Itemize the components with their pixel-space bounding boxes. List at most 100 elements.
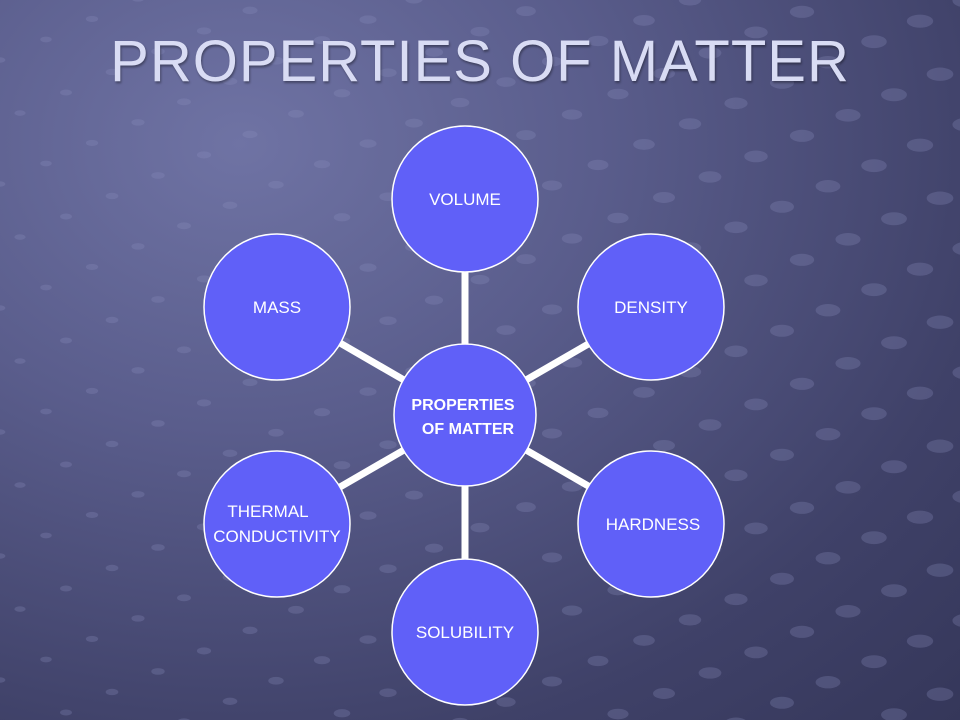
bg-dot [678, 118, 702, 130]
bg-dot [541, 428, 563, 439]
bg-dot [40, 656, 52, 663]
bg-dot [698, 419, 722, 431]
bg-dot [906, 138, 934, 152]
bg-dot [952, 614, 960, 627]
bg-dot [14, 358, 26, 364]
bg-dot [881, 212, 907, 226]
bg-dot [744, 150, 768, 163]
bg-dot [196, 275, 212, 283]
bg-dot [835, 233, 861, 246]
bg-dot [724, 97, 748, 110]
bg-dot [405, 490, 423, 500]
bg-dot [222, 77, 238, 85]
slide-title: PROPERTIES OF MATTER [110, 29, 850, 94]
bg-dot-row [0, 0, 702, 311]
bg-dot [14, 234, 26, 240]
bg-dot [14, 606, 26, 612]
bg-dot [815, 552, 841, 565]
bg-dot [379, 440, 397, 450]
bg-dot [926, 67, 954, 81]
node-circle [391, 558, 539, 706]
bg-dot [561, 481, 583, 492]
bg-dot [906, 14, 934, 28]
center-label-line1: PROPERTIES [411, 397, 514, 414]
bg-dot [770, 696, 794, 709]
bg-dot [105, 688, 119, 696]
node-label-volume: VOLUME [429, 190, 501, 209]
bg-dot [177, 98, 191, 106]
bg-dot [0, 429, 6, 435]
bg-dot [131, 491, 145, 498]
bg-dot [268, 180, 284, 189]
bg-dot [496, 697, 516, 707]
bg-dot [652, 191, 676, 203]
bg-dot-row [0, 0, 423, 187]
node-volume: VOLUME [391, 125, 539, 273]
bg-dot [268, 428, 284, 437]
bg-dot [424, 543, 444, 553]
bg-dot [633, 634, 655, 646]
bg-dot [132, 0, 144, 2]
bg-dot [359, 387, 377, 396]
bg-dot-row [0, 0, 144, 63]
node-label-density: DENSITY [614, 298, 688, 317]
bg-dot [379, 564, 397, 574]
bg-dot [359, 511, 377, 520]
bg-dot [40, 160, 52, 167]
bg-dot [516, 254, 536, 265]
bg-dot [470, 274, 490, 285]
node-density: DENSITY [577, 233, 725, 381]
connector-hardness [524, 446, 592, 491]
bg-dot [40, 284, 52, 291]
node-circle [203, 450, 351, 598]
bg-dot [770, 572, 794, 585]
bg-dot [0, 181, 6, 187]
bg-dot [952, 490, 960, 503]
bg-dot [242, 130, 258, 139]
bg-dot [470, 522, 490, 533]
bg-dot [652, 687, 676, 699]
center-node: PROPERTIES OF MATTER [393, 343, 537, 487]
bg-dot [40, 36, 52, 43]
node-circle [577, 450, 725, 598]
bg-dot [698, 47, 722, 59]
node-circle [577, 233, 725, 381]
bg-dot [770, 324, 794, 337]
bg-dot-row [14, 6, 258, 116]
bg-dot [724, 469, 748, 482]
bg-dot [424, 295, 444, 305]
bg-dot [60, 709, 72, 716]
node-circle [203, 233, 351, 381]
bg-dot [268, 676, 284, 685]
bg-dot [196, 647, 212, 655]
bg-dot-row [14, 67, 954, 488]
node-thermal-conductivity: THERMAL CONDUCTIVITY [203, 450, 351, 598]
bg-dot [516, 6, 536, 17]
connectors [338, 272, 592, 559]
bg-dot [652, 67, 676, 79]
bg-dot [405, 0, 423, 4]
bg-dot [0, 57, 6, 63]
bg-dot [607, 708, 629, 720]
bg-dot [744, 522, 768, 535]
bg-dot [881, 336, 907, 350]
bg-dot [724, 593, 748, 606]
bg-dot [177, 594, 191, 602]
bg-dot [926, 687, 954, 701]
bg-dot [541, 56, 563, 67]
bg-dot [789, 253, 815, 266]
bg-dot [744, 26, 768, 39]
bg-dot [450, 97, 470, 108]
bg-dot [333, 585, 351, 594]
bg-dot [196, 399, 212, 407]
bg-dot-row [726, 614, 960, 720]
bg-dot-row [881, 687, 954, 720]
bg-dot [633, 386, 655, 398]
bg-dot [359, 15, 377, 24]
bg-dot [633, 14, 655, 26]
bg-dot [815, 304, 841, 317]
bg-dot [861, 531, 887, 545]
bg-dot [288, 109, 304, 118]
bg-dot [607, 212, 629, 224]
